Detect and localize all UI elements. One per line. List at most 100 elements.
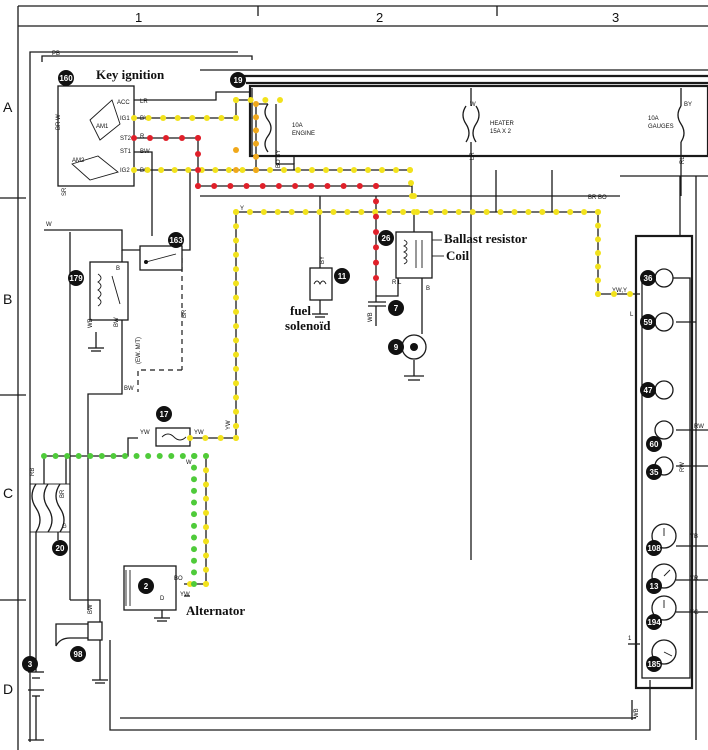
trace-dot bbox=[627, 291, 633, 297]
svg-text:YW: YW bbox=[140, 430, 150, 436]
trace-dot bbox=[400, 209, 407, 215]
trace-dot bbox=[373, 244, 379, 251]
trace-dot bbox=[595, 263, 601, 270]
trace-dot bbox=[131, 135, 137, 141]
trace-dot bbox=[195, 167, 201, 173]
svg-text:GAUGES: GAUGES bbox=[648, 124, 674, 130]
svg-text:17: 17 bbox=[160, 410, 169, 419]
trace-dot bbox=[179, 453, 186, 459]
trace-dot bbox=[373, 275, 379, 281]
trace-dot bbox=[233, 115, 239, 121]
trace-dot bbox=[344, 209, 351, 215]
svg-text:BY: BY bbox=[140, 116, 148, 122]
trace-dot bbox=[233, 167, 239, 173]
trace-dot bbox=[195, 135, 201, 141]
row-label-b: B bbox=[3, 291, 12, 307]
svg-text:Y: Y bbox=[240, 206, 244, 212]
trace-dot bbox=[145, 453, 152, 459]
row-label-d: D bbox=[3, 681, 13, 697]
svg-text:LR: LR bbox=[470, 152, 476, 160]
svg-text:160: 160 bbox=[59, 74, 73, 83]
trace-dot bbox=[408, 180, 414, 186]
trace-dot bbox=[233, 147, 239, 153]
key-ignition-switch: ACC IG1 ST2 ST1 IG2 AM1 AM2 bbox=[57, 85, 135, 187]
trace-dot bbox=[308, 183, 315, 189]
svg-text:YR: YR bbox=[690, 576, 699, 582]
trace-dot bbox=[259, 183, 266, 189]
trace-dot bbox=[227, 183, 234, 189]
trace-dot bbox=[212, 167, 219, 173]
trace-dot bbox=[373, 183, 379, 189]
trace-dot bbox=[407, 167, 413, 173]
trace-dot bbox=[168, 453, 175, 459]
svg-text:3: 3 bbox=[28, 660, 33, 669]
trace-dot bbox=[160, 115, 167, 121]
trace-dot bbox=[233, 209, 239, 215]
svg-text:RL: RL bbox=[680, 156, 686, 164]
svg-text:BO BY: BO BY bbox=[276, 150, 282, 168]
svg-text:RB: RB bbox=[30, 468, 36, 476]
svg-text:20: 20 bbox=[56, 544, 65, 553]
trace-dot bbox=[595, 250, 601, 256]
trace-dot bbox=[372, 209, 379, 215]
trace-dot bbox=[373, 213, 379, 220]
trace-dot bbox=[253, 101, 259, 107]
svg-text:98: 98 bbox=[74, 650, 83, 659]
svg-text:YB: YB bbox=[690, 534, 698, 540]
component-badge: 160 bbox=[58, 70, 74, 86]
component-badge: 13 bbox=[646, 578, 662, 594]
component-badge: 35 bbox=[646, 464, 662, 480]
trace-dot bbox=[262, 97, 269, 103]
svg-text:BO: BO bbox=[174, 576, 183, 582]
relay-179 bbox=[89, 261, 129, 321]
trace-dot bbox=[133, 453, 140, 459]
trace-dot bbox=[316, 209, 323, 215]
trace-dot bbox=[455, 209, 462, 215]
trace-dot bbox=[191, 557, 197, 564]
fuse-heater: HEATER 15A X 2 bbox=[462, 105, 515, 143]
svg-text:PB: PB bbox=[52, 51, 60, 57]
svg-text:WB: WB bbox=[368, 312, 374, 322]
trace-dot bbox=[233, 365, 239, 372]
wire-labels: PB LR BY R BW BO BR W SR W Y BR BO BO BY… bbox=[30, 51, 704, 718]
column-label-2: 2 bbox=[376, 10, 383, 25]
fuel-solenoid bbox=[309, 267, 333, 301]
svg-text:36: 36 bbox=[644, 274, 653, 283]
svg-text:YG: YG bbox=[690, 610, 699, 616]
trace-dot bbox=[191, 499, 197, 506]
alternator-label: Alternator bbox=[186, 603, 245, 618]
gauge-cluster bbox=[634, 234, 694, 690]
trace-dot bbox=[233, 97, 239, 103]
component-badge: 194 bbox=[646, 614, 662, 630]
trace-dot bbox=[247, 97, 254, 103]
trace-dot bbox=[233, 251, 239, 258]
svg-text:HEATER: HEATER bbox=[490, 121, 515, 127]
trace-dot bbox=[511, 209, 518, 215]
svg-text:35: 35 bbox=[650, 468, 659, 477]
svg-text:BY: BY bbox=[320, 256, 326, 264]
trace-dot bbox=[581, 209, 588, 215]
trace-dot bbox=[202, 435, 209, 441]
trace-dot bbox=[373, 229, 379, 235]
row-label-c: C bbox=[3, 485, 13, 501]
trace-dot bbox=[483, 209, 490, 215]
trace-dot bbox=[233, 408, 239, 415]
trace-dot bbox=[611, 291, 617, 297]
row-label-a: A bbox=[3, 99, 13, 115]
trace-dot bbox=[203, 495, 209, 502]
trace-dot bbox=[233, 266, 239, 273]
terminal-am1: AM1 bbox=[96, 124, 109, 130]
svg-text:15A X 2: 15A X 2 bbox=[490, 129, 512, 135]
trace-dot bbox=[191, 487, 197, 494]
trace-dot bbox=[365, 167, 371, 173]
trace-dot bbox=[191, 534, 197, 541]
trace-dots bbox=[41, 97, 633, 587]
relay-163 bbox=[139, 245, 183, 271]
component-badge: 17 bbox=[156, 406, 172, 422]
component-badge: 185 bbox=[646, 656, 662, 672]
component-badge: 9 bbox=[388, 339, 404, 355]
trace-dot bbox=[233, 280, 239, 287]
component-badge: 20 bbox=[52, 540, 68, 556]
svg-text:BW: BW bbox=[140, 149, 150, 155]
svg-text:BW: BW bbox=[88, 604, 94, 614]
